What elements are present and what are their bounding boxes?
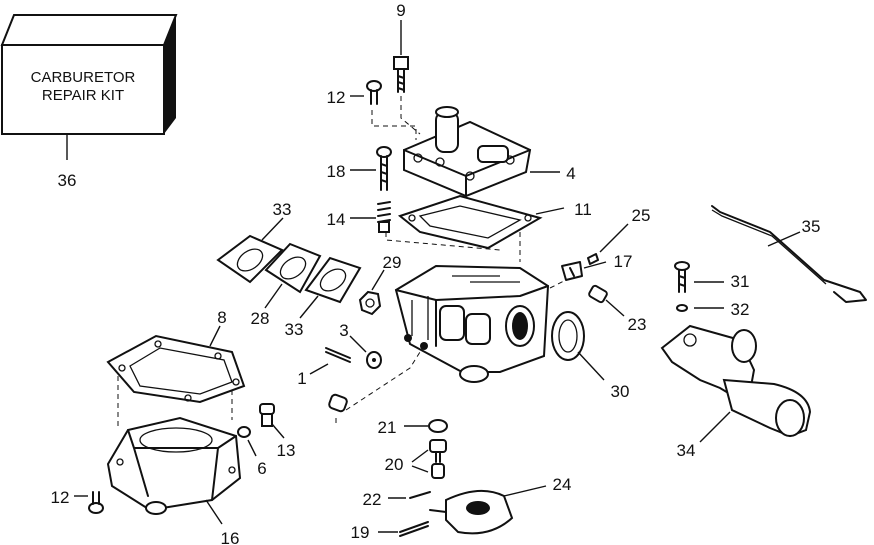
pin-19 [399, 521, 429, 537]
callout-36: 36 [58, 171, 77, 190]
callout-16: 16 [221, 529, 240, 545]
callout-33-bottom: 33 [285, 320, 304, 339]
spring-14 [377, 201, 391, 233]
callout-6: 6 [257, 459, 266, 478]
repair-kit-box: CARBURETOR REPAIR KIT [0, 14, 178, 135]
drain-screw-13 [259, 403, 275, 427]
screw-9 [393, 56, 409, 93]
callout-33-top: 33 [273, 200, 292, 219]
screw-12-top [366, 80, 382, 105]
washer-3 [366, 351, 382, 369]
gasket-33-left [216, 234, 284, 284]
callout-9: 9 [396, 1, 405, 20]
callout-13: 13 [277, 441, 296, 460]
jet-assembly-20 [429, 439, 447, 479]
kit-label-line2: REPAIR KIT [42, 87, 124, 104]
callout-11: 11 [574, 200, 592, 219]
callout-labels: 9 12 4 18 14 11 25 17 33 29 28 33 8 3 1 … [51, 1, 821, 545]
callout-28: 28 [251, 309, 270, 328]
float-bowl-cover [403, 106, 532, 198]
float-bowl-gasket [106, 334, 246, 404]
callout-18: 18 [327, 162, 346, 181]
callout-12-top: 12 [327, 88, 346, 107]
callout-22: 22 [363, 490, 382, 509]
screw-12-bottom [88, 491, 104, 514]
callout-21: 21 [378, 418, 397, 437]
jet-25 [587, 253, 599, 265]
callout-17: 17 [614, 252, 633, 271]
float-valve [328, 393, 348, 413]
plug-23 [588, 284, 608, 304]
clip-17 [561, 261, 583, 281]
washer-6 [237, 426, 251, 438]
screw-18 [376, 146, 392, 191]
gasket-33-right [304, 256, 362, 304]
float-bowl [106, 416, 242, 515]
callout-35: 35 [802, 217, 821, 236]
callout-14: 14 [327, 210, 346, 229]
washer-32 [676, 304, 688, 312]
intake-silencer-34 [660, 324, 812, 438]
callout-34: 34 [677, 441, 696, 460]
linkage-rod-35 [711, 205, 867, 303]
pin-22 [409, 491, 431, 499]
pin-1 [325, 347, 351, 363]
float-24 [429, 489, 514, 535]
screw-31 [674, 261, 690, 293]
callout-3: 3 [339, 321, 348, 340]
o-ring-30 [551, 311, 585, 361]
callout-23: 23 [628, 315, 647, 334]
callout-31: 31 [731, 272, 750, 291]
callout-32: 32 [731, 300, 750, 319]
callout-19: 19 [351, 523, 370, 542]
callout-30: 30 [611, 382, 630, 401]
kit-label-line1: CARBURETOR [31, 69, 136, 86]
callout-25: 25 [632, 206, 651, 225]
callout-24: 24 [553, 475, 572, 494]
callout-12-bottom: 12 [51, 488, 70, 507]
callout-1: 1 [297, 369, 306, 388]
callout-8: 8 [217, 308, 226, 327]
o-ring-21 [428, 419, 448, 433]
cover-gasket [397, 194, 543, 250]
callout-29: 29 [383, 253, 402, 272]
carburetor-body [394, 264, 550, 383]
callout-20: 20 [385, 455, 404, 474]
nut-29 [358, 290, 382, 316]
callout-4: 4 [566, 164, 575, 183]
gasket-28 [264, 242, 322, 294]
